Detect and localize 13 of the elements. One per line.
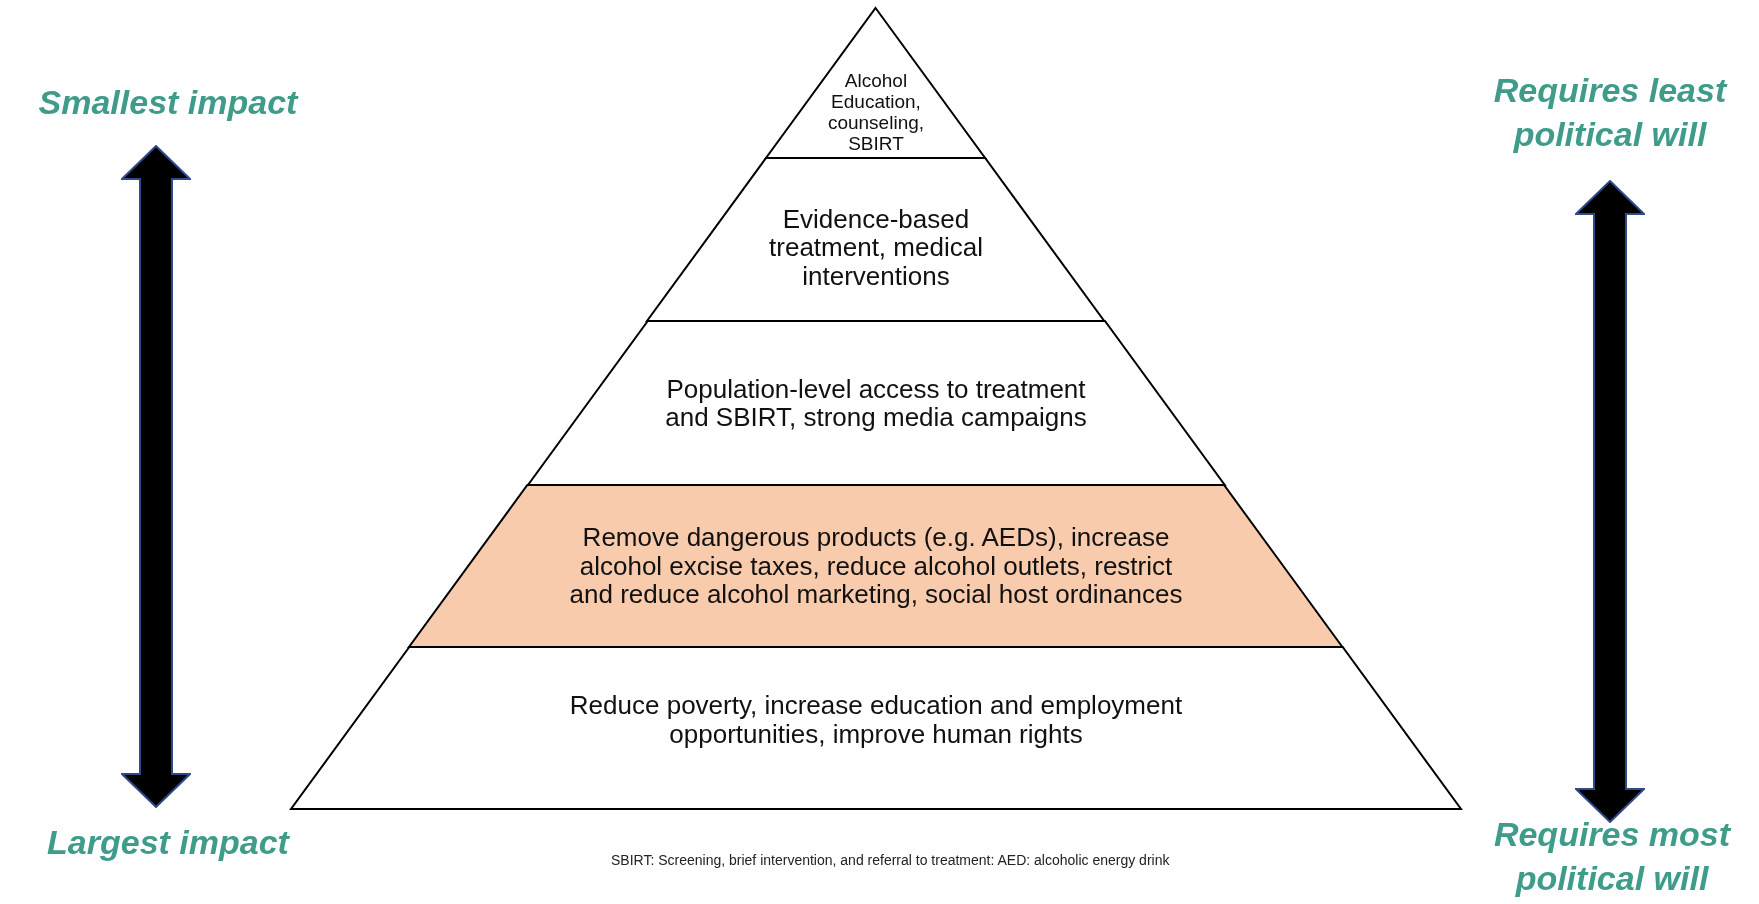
tier-text: Remove dangerous products (e.g. AEDs), increase alcohol excise taxes, reduce alcohol outlets, restrict and reduce alcohol marketing, social host ordinances	[568, 523, 1184, 609]
tier-text: Reduce poverty, increase education and employment opportunities, improve human rights	[568, 691, 1184, 749]
axis-label: Requires most political will	[1492, 814, 1732, 900]
tier-text: Population-level access to treatment and SBIRT, strong media campaigns	[664, 374, 1088, 432]
pyramid-tier	[291, 647, 1461, 809]
tier-text: Evidence-based treatment, medical interventions	[768, 204, 984, 291]
pyramid-tier	[409, 485, 1343, 647]
axis-label: Requires least political will	[1492, 70, 1729, 156]
footnote: SBIRT: Screening, brief intervention, and referral to treatment: AED: alcoholic energy drink	[611, 852, 1170, 868]
axis-label: Smallest impact	[37, 82, 300, 123]
axis-label: Largest impact	[46, 822, 291, 863]
tier-text: Alcohol Education, counseling, SBIRT	[826, 71, 926, 155]
pyramid-tier	[527, 321, 1225, 485]
